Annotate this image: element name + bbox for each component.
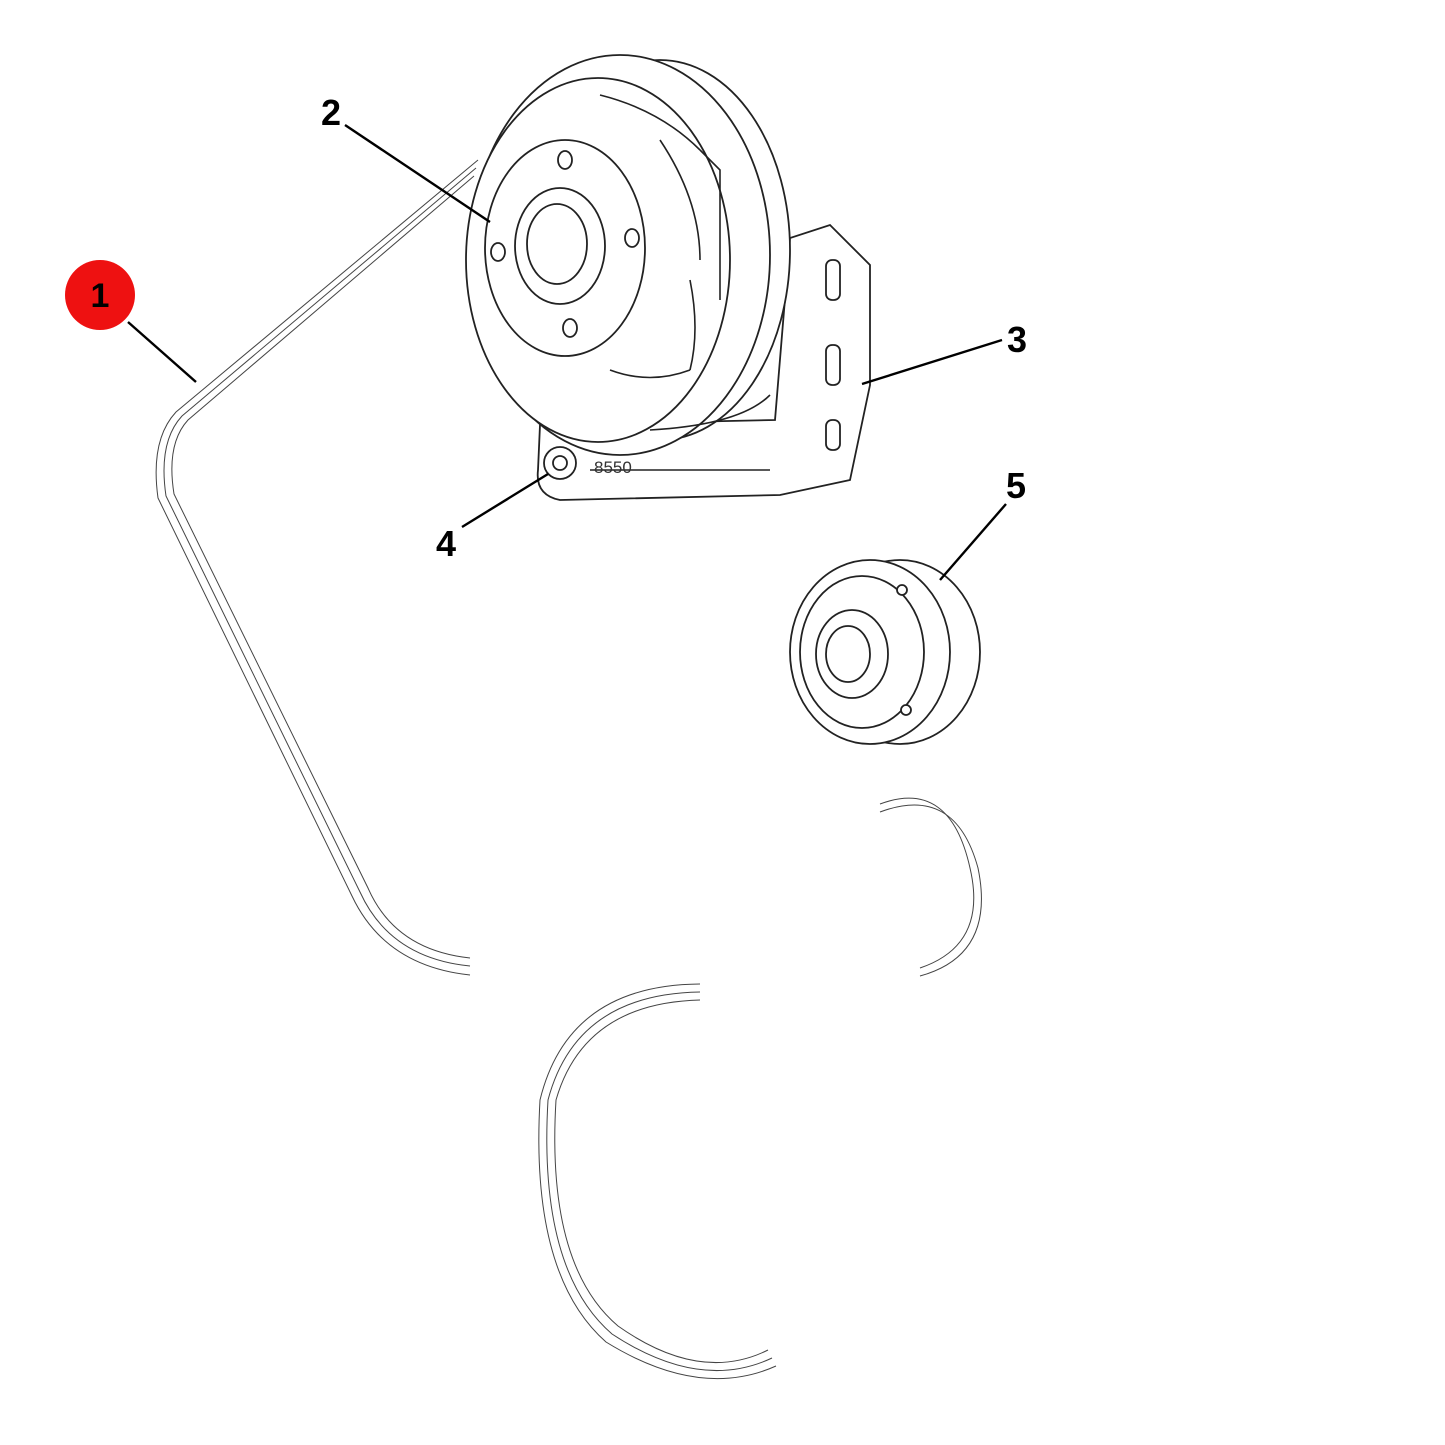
callout-4-label: 4: [436, 523, 456, 564]
leader-line-3: [861, 338, 1003, 386]
leader-line-1: [127, 321, 197, 383]
serpentine-belt: [128, 131, 1323, 1407]
callout-1-label: 1: [91, 277, 110, 315]
callout-3[interactable]: 3: [1007, 319, 1027, 360]
callout-3-label: 3: [1007, 319, 1027, 360]
callout-1[interactable]: 1: [65, 260, 135, 330]
callout-4[interactable]: 4: [436, 523, 456, 564]
idler-pulley: [789, 559, 981, 745]
bolt-hole-icon: [490, 150, 640, 338]
leader-line-5: [939, 503, 1007, 581]
callout-2-label: 2: [321, 92, 341, 133]
callout-5-label: 5: [1006, 465, 1026, 506]
callout-1-badge: [65, 260, 135, 330]
part-number-stamp: 8550: [594, 458, 632, 477]
callout-2[interactable]: 2: [321, 92, 341, 133]
pivot-bolt: [543, 446, 577, 480]
large-pulley: [465, 54, 791, 456]
leader-line-2: [344, 124, 491, 223]
leader-line-4: [461, 472, 549, 529]
leader-lines: [127, 124, 1007, 581]
callout-5[interactable]: 5: [1006, 465, 1026, 506]
